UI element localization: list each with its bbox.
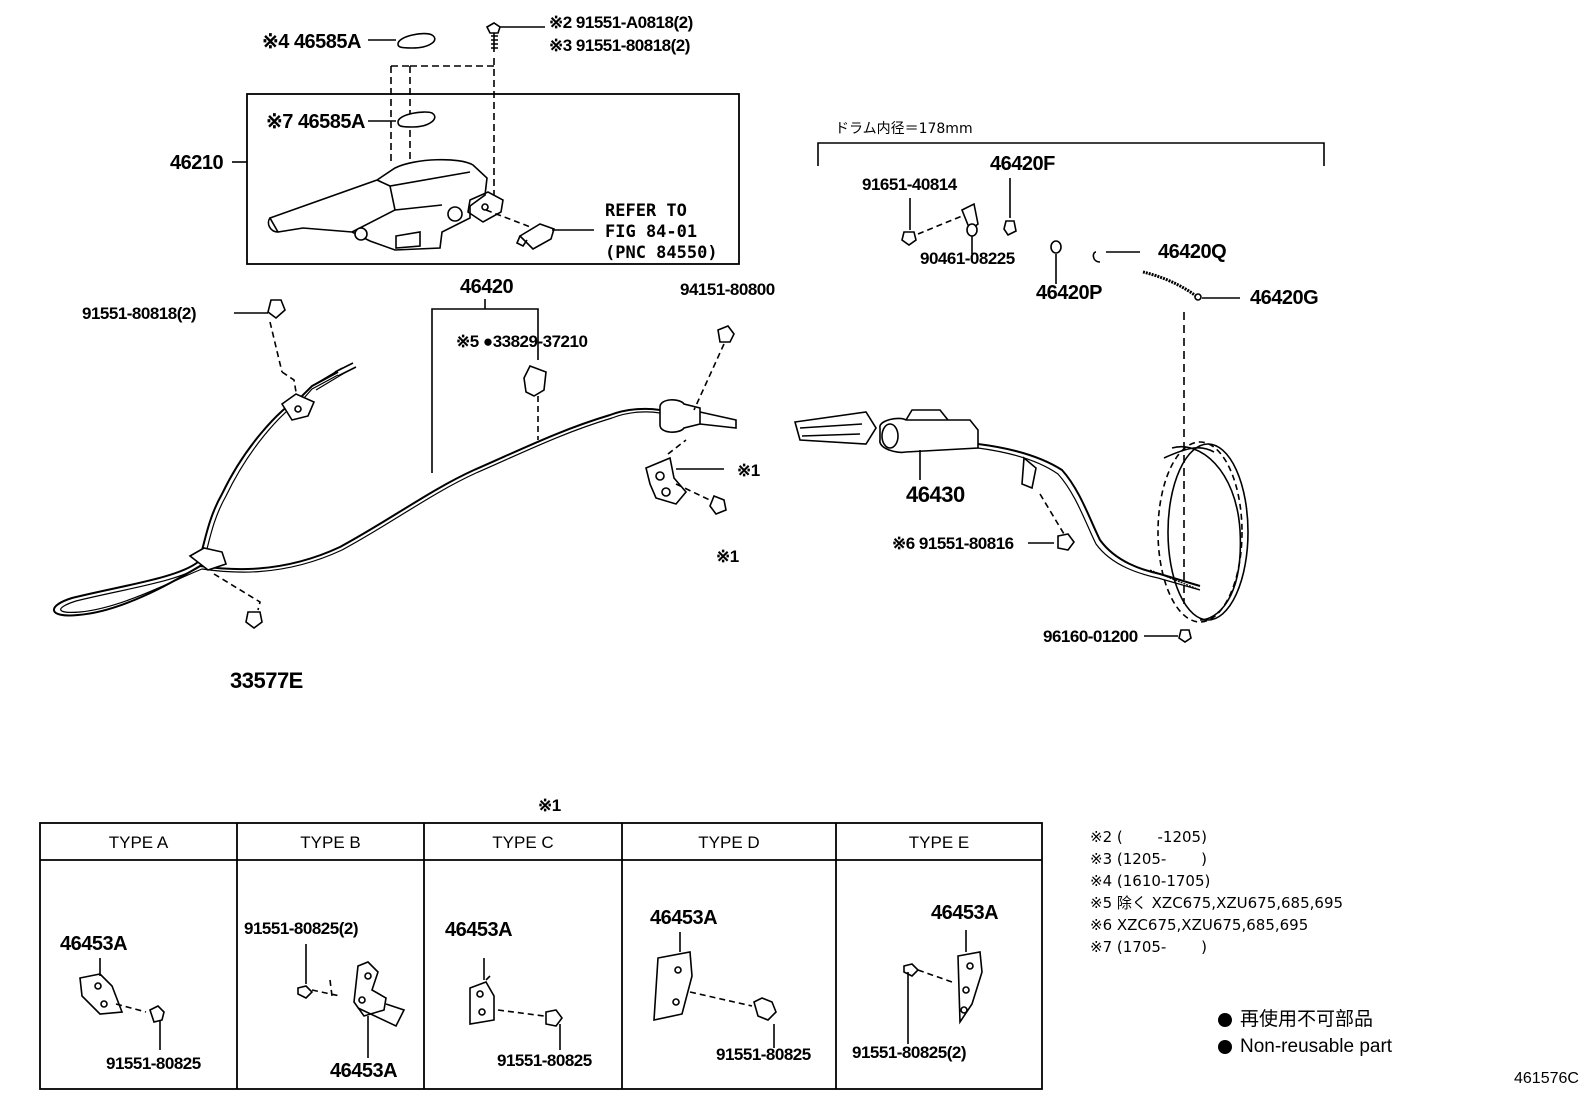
label-91551-A0818: ※2 91551-A0818(2) — [549, 13, 693, 32]
note-5: ※5 除く XZC675,XZU675,685,695 — [1090, 894, 1344, 912]
drum-diameter-note: ドラム内径＝178mm — [835, 121, 973, 137]
type-b-drawing — [297, 944, 406, 1058]
label-91551-80818-3: ※3 91551-80818(2) — [549, 36, 690, 55]
type-table-frame — [39, 822, 1043, 1090]
label-46430: 46430 — [906, 482, 965, 507]
label-91551-80818-left: 91551-80818(2) — [82, 304, 196, 323]
type-e-drawing — [903, 930, 983, 1044]
cable-clip — [523, 364, 547, 397]
brake-drum — [1157, 441, 1249, 623]
bolt-91651 — [901, 231, 917, 246]
lever-body — [267, 158, 504, 251]
type-d-part1: 46453A — [650, 907, 718, 929]
cable-bracket-mid — [645, 456, 688, 505]
type-c-header: TYPE C — [492, 833, 554, 852]
label-33577E: 33577E — [230, 668, 303, 693]
lever-switch — [515, 223, 555, 250]
type-b-header: TYPE B — [300, 833, 361, 852]
type-e-header: TYPE E — [908, 833, 970, 852]
spring-46420G — [1142, 270, 1202, 301]
washer-46420P — [1050, 240, 1062, 254]
label-91551-80816: ※6 91551-80816 — [892, 534, 1014, 553]
legend-jp: 再使用不可部品 — [1240, 1009, 1374, 1030]
refer-line-1: REFER TO — [605, 201, 687, 221]
pin-46420F — [1003, 220, 1017, 237]
type-d-part2: 91551-80825 — [716, 1045, 811, 1064]
clip-46420Q — [1092, 251, 1101, 263]
label-33829-37210: ※5 ●33829-37210 — [456, 332, 588, 351]
note-6: ※6 XZC675,XZU675,685,695 — [1090, 916, 1309, 934]
type-a-drawing — [79, 958, 165, 1050]
label-46420G: 46420G — [1250, 287, 1319, 309]
table-note: ※1 — [538, 796, 561, 815]
refer-line-3: (PNC 84550) — [605, 243, 718, 263]
clevis-90461 — [960, 202, 979, 232]
cable-bracket-left — [280, 393, 316, 421]
type-b-part2: 46453A — [330, 1060, 398, 1082]
note-2: ※2 ( -1205) — [1090, 828, 1207, 846]
type-a-header: TYPE A — [108, 833, 169, 852]
type-b-part1: 91551-80825(2) — [244, 919, 358, 938]
label-46420F: 46420F — [990, 153, 1055, 175]
cover-cap-top — [397, 32, 436, 49]
label-note1-a: ※1 — [737, 461, 760, 480]
refer-line-2: FIG 84-01 — [605, 222, 698, 242]
type-a-part1: 46453A — [60, 933, 128, 955]
label-note1-b: ※1 — [716, 547, 739, 566]
label-91651-40814: 91651-40814 — [862, 175, 957, 194]
type-c-part1: 46453A — [445, 919, 513, 941]
label-94151-80800: 94151-80800 — [680, 280, 775, 299]
label-46210: 46210 — [170, 152, 224, 174]
type-c-drawing — [469, 958, 563, 1050]
lever-assembly-frame — [246, 93, 740, 265]
label-46585A-inner: ※7 46585A — [266, 111, 366, 133]
legend-en: Non-reusable part — [1240, 1036, 1393, 1057]
note-4: ※4 (1610-1705) — [1090, 872, 1211, 890]
rear-cable — [977, 443, 1201, 587]
type-e-part1: 46453A — [931, 902, 999, 924]
type-a-part2: 91551-80825 — [106, 1054, 201, 1073]
label-90461-08225: 90461-08225 — [920, 249, 1015, 268]
note-7: ※7 (1705- ) — [1090, 938, 1207, 956]
bolt-top — [485, 22, 501, 52]
main-cable — [52, 371, 661, 617]
label-46420: 46420 — [460, 276, 514, 298]
label-46420P: 46420P — [1036, 282, 1102, 304]
type-d-drawing — [653, 932, 777, 1048]
cover-cap-inner — [397, 111, 436, 128]
cable-clamp — [188, 547, 228, 571]
cable-end-right — [659, 399, 737, 433]
figure-id: 461576C — [1514, 1070, 1579, 1087]
note-3: ※3 (1205- ) — [1090, 850, 1207, 868]
type-d-header: TYPE D — [698, 833, 760, 852]
label-46585A-top: ※4 46585A — [262, 31, 362, 53]
equalizer-assembly — [793, 409, 979, 454]
type-c-part2: 91551-80825 — [497, 1051, 592, 1070]
type-e-part2: 91551-80825(2) — [852, 1043, 966, 1062]
label-96160-01200: 96160-01200 — [1043, 627, 1138, 646]
label-46420Q: 46420Q — [1158, 241, 1227, 263]
